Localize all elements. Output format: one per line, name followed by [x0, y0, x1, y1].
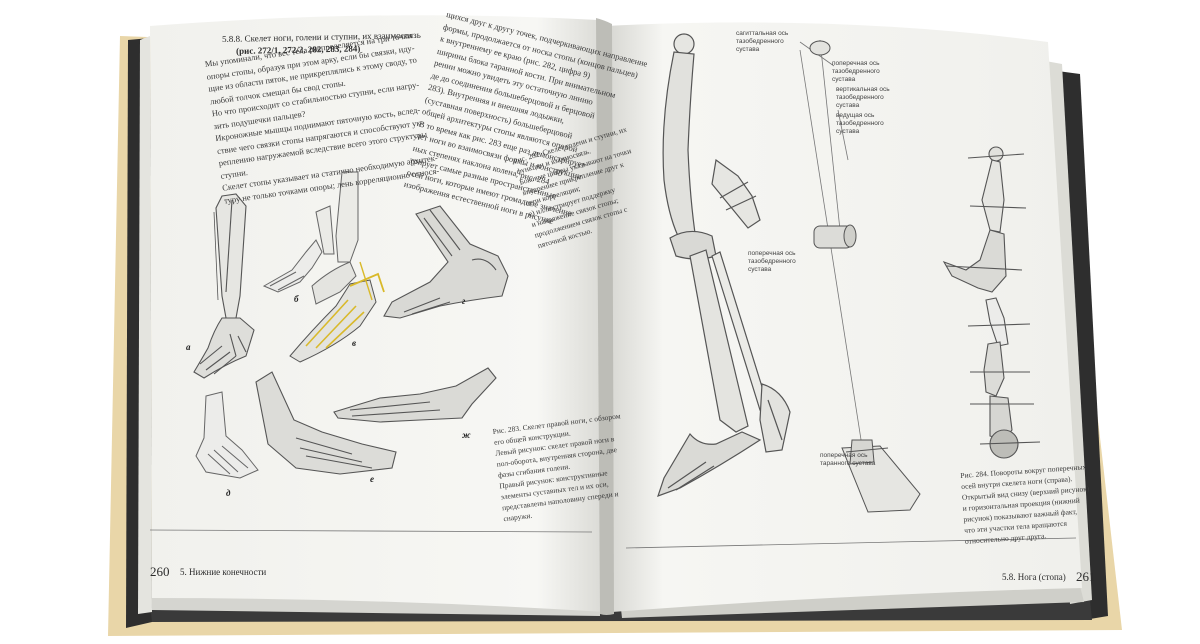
left-page	[150, 15, 606, 612]
figure-282-zh-foot-flat	[333, 367, 497, 423]
figure-282-e-foot-oblique	[255, 371, 397, 475]
figure-label-v: в	[352, 338, 357, 348]
figure-label-zh: ж	[462, 430, 471, 440]
figure-282-c-leg	[311, 171, 359, 305]
left-footer-rule	[149, 529, 593, 533]
figure-label-b: б	[294, 294, 299, 304]
figure-283-joint-cylinders	[809, 40, 857, 249]
right-footer-section: 5.8. Нога (стопа)	[1002, 572, 1066, 582]
figure-282-g-foot-side	[383, 205, 509, 319]
axis-annotation: поперечная ось тазобедренного сустава	[748, 250, 796, 273]
right-footer-rule	[625, 537, 1077, 549]
axis-annotation: ведущая ось тазобедренного сустава	[836, 112, 884, 135]
axis-annotation: поперечная ось таранного сустава	[820, 452, 876, 467]
figure-label-d: д	[226, 488, 231, 498]
figure-282-a-leg-bones	[193, 193, 255, 379]
right-page-number: 261	[1076, 569, 1096, 584]
figure-283-leg-skeleton	[657, 33, 791, 497]
figure-283-foot-block	[841, 439, 921, 513]
figure-label-a: а	[186, 342, 191, 352]
figure-284-lower-leg-rotation	[967, 297, 1041, 459]
left-page-number: 260	[150, 564, 170, 579]
figure-284-upper-leg-rotation	[942, 146, 1027, 293]
figure-label-g: г	[462, 296, 466, 306]
figure-282-d-foot-top	[195, 391, 259, 479]
figure-label-e: е	[370, 474, 374, 484]
axis-annotation: сагиттальная ось тазобедренного сустава	[736, 30, 789, 53]
figure-282-b-foot	[262, 239, 323, 293]
axis-annotation: поперечная ось тазобедренного сустава	[832, 60, 880, 83]
left-footer-chapter: 5. Нижние конечности	[180, 567, 267, 577]
page-stack-left	[138, 36, 152, 614]
axis-annotation: вертикальная ось тазобедренного сустава	[836, 86, 890, 109]
page-stack-bottom-right	[620, 586, 1084, 618]
gutter-shadow	[596, 18, 614, 615]
figure-282-v-foot-highlight	[289, 261, 385, 363]
